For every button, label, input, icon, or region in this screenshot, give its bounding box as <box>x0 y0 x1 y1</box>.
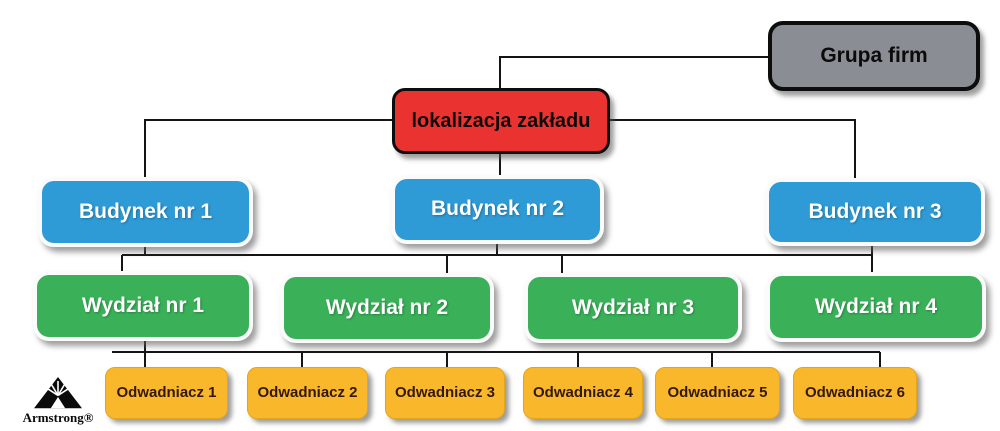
node-wydzial-4-label: Wydział nr 4 <box>814 294 938 318</box>
node-wydzial-3-label: Wydział nr 3 <box>571 295 695 319</box>
node-odwadniacz-3: Odwadniacz 3 <box>385 367 505 419</box>
node-wydzial-1-label: Wydział nr 1 <box>81 293 205 317</box>
armstrong-logo-mark <box>34 377 82 409</box>
node-wydzial-2: Wydział nr 2 <box>280 273 494 343</box>
node-odwadniacz-5-label: Odwadniacz 5 <box>667 384 768 402</box>
connector-location-to-building3 <box>610 119 856 178</box>
node-odwadniacz-2: Odwadniacz 2 <box>247 367 368 419</box>
node-lokalizacja-zakladu: lokalizacja zakładu <box>392 88 610 154</box>
node-wydzial-4: Wydział nr 4 <box>766 272 986 342</box>
node-budynek-2-label: Budynek nr 2 <box>430 197 565 221</box>
node-budynek-3: Budynek nr 3 <box>765 178 985 246</box>
armstrong-logo: Armstrong® <box>12 374 104 428</box>
armstrong-logo-text: Armstrong® <box>22 410 94 425</box>
node-budynek-1-label: Budynek nr 1 <box>78 199 213 223</box>
connector-group-to-location <box>499 56 768 88</box>
node-odwadniacz-6: Odwadniacz 6 <box>793 367 917 419</box>
node-odwadniacz-6-label: Odwadniacz 6 <box>804 384 906 402</box>
node-wydzial-2-label: Wydział nr 2 <box>325 295 449 319</box>
node-wydzial-1: Wydział nr 1 <box>33 271 253 341</box>
node-odwadniacz-2-label: Odwadniacz 2 <box>257 384 358 402</box>
node-odwadniacz-4: Odwadniacz 4 <box>523 367 643 419</box>
node-grupa-firm-label: Grupa firm <box>820 43 928 67</box>
node-wydzial-3: Wydział nr 3 <box>524 273 742 343</box>
node-odwadniacz-5: Odwadniacz 5 <box>655 367 780 419</box>
node-lokalizacja-zakladu-label: lokalizacja zakładu <box>411 109 591 132</box>
node-odwadniacz-1-label: Odwadniacz 1 <box>116 384 217 402</box>
node-odwadniacz-3-label: Odwadniacz 3 <box>394 384 496 402</box>
node-budynek-1: Budynek nr 1 <box>38 177 253 247</box>
connector-location-to-building1 <box>144 119 392 177</box>
node-odwadniacz-1: Odwadniacz 1 <box>105 367 228 419</box>
node-grupa-firm: Grupa firm <box>768 21 980 91</box>
node-budynek-3-label: Budynek nr 3 <box>808 199 942 223</box>
node-odwadniacz-4-label: Odwadniacz 4 <box>532 384 634 402</box>
node-budynek-2: Budynek nr 2 <box>391 175 604 244</box>
